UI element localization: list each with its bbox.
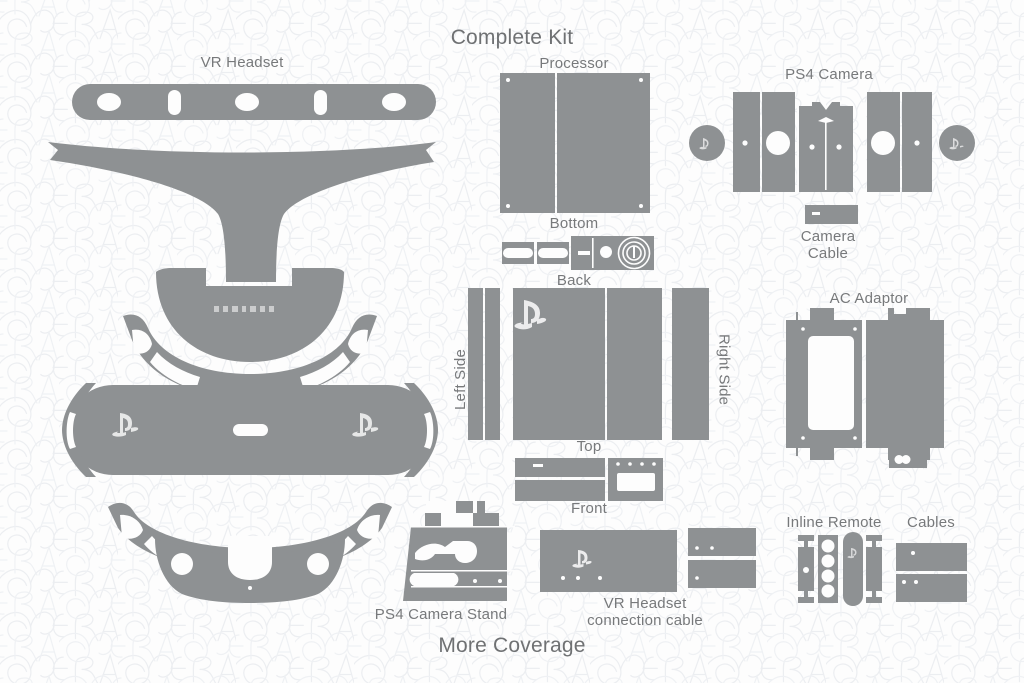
piece-processor-bottom[interactable] xyxy=(500,73,650,213)
label-cables: Cables xyxy=(907,514,955,531)
piece-remote-face[interactable] xyxy=(843,532,863,606)
label-ps4-camera-stand: PS4 Camera Stand xyxy=(374,606,508,623)
label-camera-cable-line2: Cable xyxy=(807,245,849,263)
piece-front-shroud[interactable] xyxy=(156,268,344,362)
sony-wordmark-shroud xyxy=(214,306,274,312)
label-back: Back xyxy=(556,272,592,289)
label-vr-cable-line1: VR Headset xyxy=(603,595,687,612)
piece-ac-left[interactable] xyxy=(786,308,862,460)
piece-processor-front[interactable] xyxy=(515,458,663,501)
label-left-side: Left Side xyxy=(452,348,469,410)
label-ac-adaptor: AC Adaptor xyxy=(829,290,909,307)
group-inline-remote[interactable] xyxy=(798,532,882,606)
piece-processor-back[interactable] xyxy=(502,236,654,270)
group-ps4-camera[interactable] xyxy=(689,92,975,224)
piece-processor-top[interactable] xyxy=(513,288,662,440)
piece-vr-cable-a[interactable] xyxy=(688,528,756,556)
piece-vr-cable-main[interactable] xyxy=(540,530,677,592)
label-top: Top xyxy=(576,438,602,455)
piece-cable-1[interactable] xyxy=(896,543,967,571)
group-ac-adaptor[interactable] xyxy=(786,308,944,468)
piece-remote-left[interactable] xyxy=(798,535,814,603)
page-title: Complete Kit xyxy=(450,26,574,49)
group-cables[interactable] xyxy=(896,543,967,602)
piece-remote-buttons[interactable] xyxy=(818,535,838,603)
piece-headset-rear-yoke[interactable] xyxy=(48,142,436,282)
piece-processor-left-side[interactable] xyxy=(468,288,500,440)
visor-light-slot xyxy=(233,424,268,436)
label-bottom: Bottom xyxy=(549,215,599,232)
label-right-side: Right Side xyxy=(715,334,733,406)
piece-headband[interactable] xyxy=(72,84,436,120)
label-vr-headset: VR Headset xyxy=(200,54,284,71)
piece-camera-cable[interactable] xyxy=(805,205,858,224)
page-footer: More Coverage xyxy=(438,634,586,657)
label-inline-remote: Inline Remote xyxy=(786,514,882,531)
piece-ac-connector[interactable] xyxy=(889,450,927,468)
piece-camera-3[interactable] xyxy=(797,102,853,192)
piece-visor-faceplate[interactable] xyxy=(68,385,433,475)
piece-remote-right[interactable] xyxy=(866,535,882,603)
piece-vr-cable-b[interactable] xyxy=(688,560,756,588)
group-ps4-camera-stand[interactable] xyxy=(403,501,515,601)
label-vr-cable-line2: connection cable xyxy=(587,612,703,630)
piece-ac-right[interactable] xyxy=(866,308,944,460)
label-vr-connection-cable: VR Headset connection cable xyxy=(587,595,703,630)
label-ps4-camera: PS4 Camera xyxy=(785,66,873,83)
piece-cable-2[interactable] xyxy=(896,574,967,602)
group-vr-headset[interactable] xyxy=(48,84,438,603)
label-camera-cable-line1: Camera xyxy=(800,228,856,245)
piece-processor-right-side[interactable] xyxy=(672,288,709,440)
group-vr-connection-cable[interactable] xyxy=(540,528,756,592)
label-camera-cable: Camera Cable xyxy=(801,228,856,263)
label-front: Front xyxy=(570,500,608,517)
label-processor: Processor xyxy=(539,55,609,72)
